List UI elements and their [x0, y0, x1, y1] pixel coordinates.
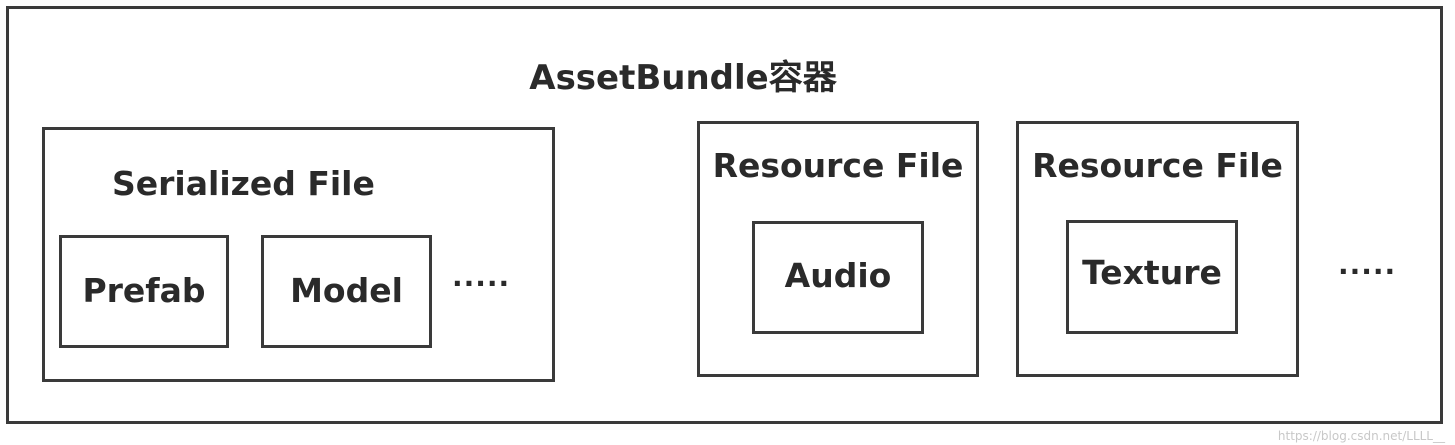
prefab-label: Prefab	[82, 271, 206, 310]
audio-label: Audio	[784, 256, 892, 295]
serialized-file-title: Serialized File	[112, 164, 375, 203]
texture-box: Texture	[1066, 220, 1238, 334]
resource-file-title-1: Resource File	[712, 146, 964, 185]
model-label: Model	[290, 271, 403, 310]
prefab-box: Prefab	[59, 235, 229, 348]
model-box: Model	[261, 235, 432, 348]
resource-file-title-2: Resource File	[1032, 146, 1283, 185]
texture-label: Texture	[1082, 253, 1222, 292]
watermark: https://blog.csdn.net/LLLL__	[1277, 429, 1445, 443]
serialized-more-ellipsis: .....	[452, 260, 511, 293]
container-title: AssetBundle容器	[529, 58, 837, 98]
files-more-ellipsis: .....	[1338, 248, 1397, 281]
audio-box: Audio	[752, 221, 924, 334]
